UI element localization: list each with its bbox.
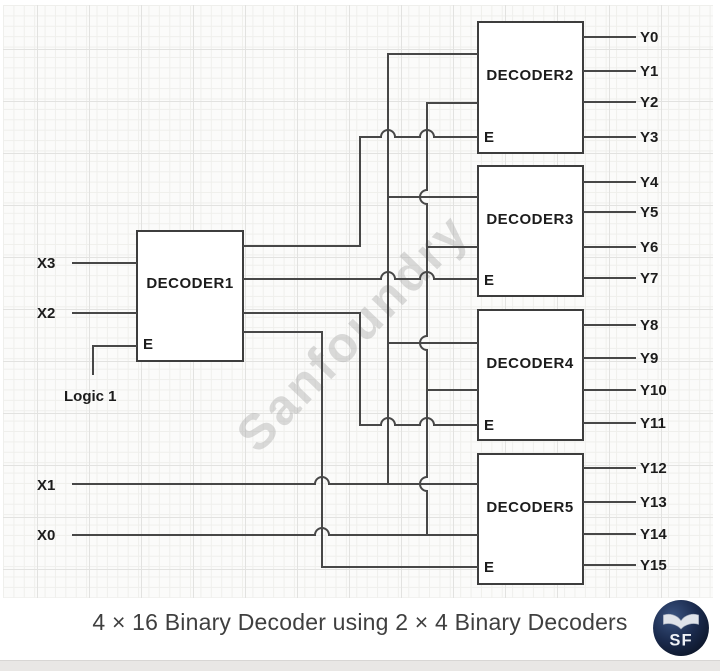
decoder2-label: DECODER2 [486, 67, 573, 84]
wire-decoder1-out1-to-e3 [243, 271, 478, 280]
diagram-title: 4 × 16 Binary Decoder using 2 × 4 Binary… [92, 609, 628, 635]
y15-label: Y15 [640, 557, 667, 574]
decoder-circuit-diagram: Sanfoundry DECODER1 DECODER2 DECODER3 DE… [37, 21, 667, 585]
y8-label: Y8 [640, 317, 658, 334]
wire-x1-bus [387, 53, 478, 484]
y7-label: Y7 [640, 270, 658, 287]
y2-label: Y2 [640, 94, 658, 111]
decoder4-label: DECODER4 [486, 355, 574, 372]
decoder4-box [477, 309, 584, 441]
x2-label: X2 [37, 305, 55, 322]
graph-paper-background [3, 5, 713, 598]
y6-label: Y6 [640, 239, 658, 256]
decoder1-label: DECODER1 [146, 275, 233, 292]
decoder3-enable-label: E [484, 272, 494, 289]
y4-label: Y4 [640, 174, 659, 191]
y14-label: Y14 [640, 526, 667, 543]
y9-label: Y9 [640, 350, 658, 367]
x1-label: X1 [37, 477, 55, 494]
wire-x1-line [72, 476, 478, 485]
decoder3-label: DECODER3 [486, 211, 573, 228]
decoder5-box [477, 453, 584, 585]
wire-x0-line [72, 527, 478, 536]
wire-decoder1-out3-to-e5 [243, 331, 478, 568]
decoder3-box [477, 165, 584, 297]
x3-label: X3 [37, 255, 55, 272]
y5-label: Y5 [640, 204, 658, 221]
y12-label: Y12 [640, 460, 667, 477]
decoder2-enable-label: E [484, 129, 494, 146]
decoder2-box [477, 21, 584, 154]
decoder1-enable-label: E [143, 336, 153, 353]
wire-x0-bus [419, 102, 478, 535]
open-book-icon [663, 613, 699, 630]
x0-label: X0 [37, 527, 55, 544]
y11-label: Y11 [640, 415, 666, 432]
logic1-label: Logic 1 [64, 388, 117, 405]
bottom-strip [0, 660, 720, 671]
decoder4-enable-label: E [484, 417, 494, 434]
y0-label: Y0 [640, 29, 658, 46]
wire-logic1-enable [92, 345, 137, 375]
y3-label: Y3 [640, 129, 658, 146]
y13-label: Y13 [640, 494, 667, 511]
wire-decoder1-out0-to-e2 [243, 129, 478, 247]
wire-decoder1-out2-to-e4 [243, 312, 478, 426]
y10-label: Y10 [640, 382, 667, 399]
decoder5-enable-label: E [484, 559, 494, 576]
sanfoundry-logo: SF [653, 600, 709, 656]
decoder5-label: DECODER5 [486, 499, 573, 516]
y1-label: Y1 [640, 63, 658, 80]
decoder1-box [136, 230, 244, 362]
logo-sf-text: SF [669, 631, 692, 650]
